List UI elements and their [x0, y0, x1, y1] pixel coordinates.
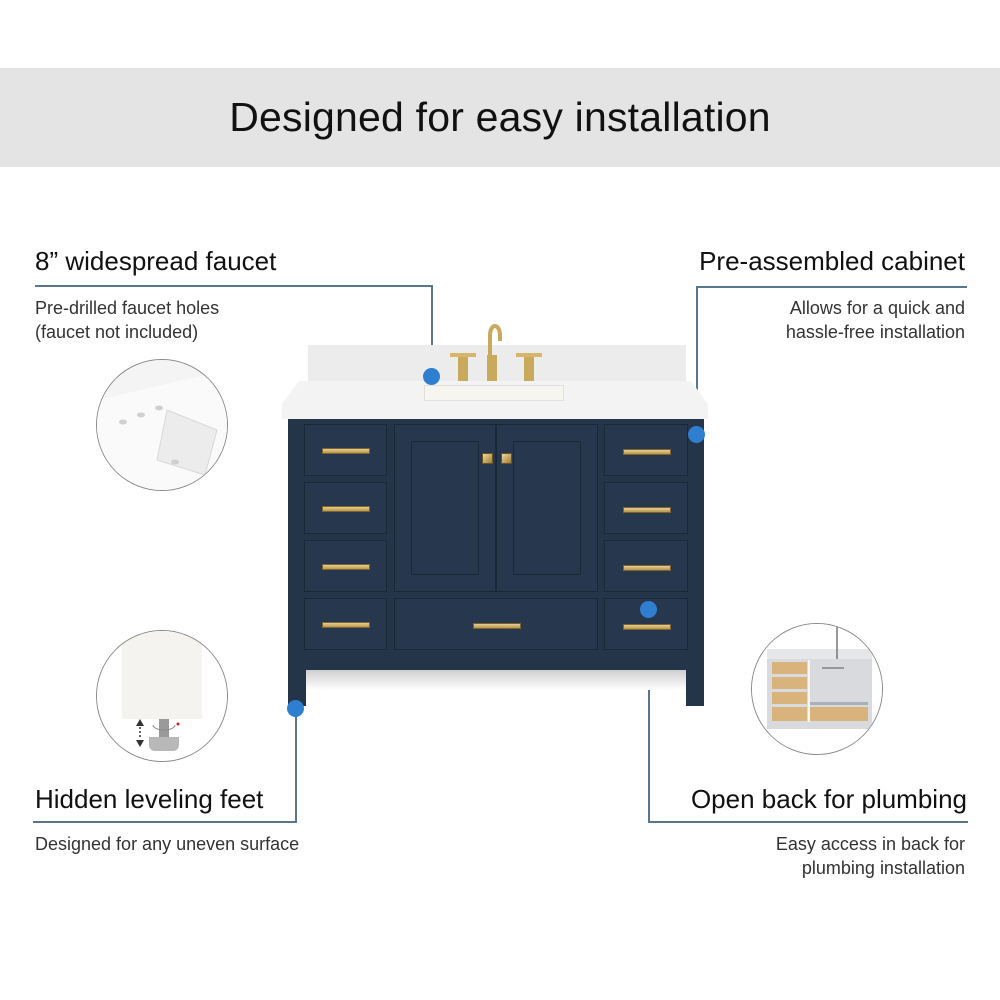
feature-title-faucet: 8” widespread faucet	[35, 246, 277, 276]
callout-line-faucet-v	[431, 285, 433, 377]
hotspot-faucet[interactable]	[423, 368, 440, 385]
feature-desc-cabinet-1: Allows for a quick and	[789, 298, 965, 318]
drawer-pull	[623, 624, 671, 630]
callout-line-faucet-h	[35, 285, 432, 287]
drawer-pull	[322, 564, 370, 570]
sink-basin	[424, 385, 564, 401]
feature-desc-faucet-2: (faucet not included)	[35, 322, 199, 342]
drawer-bottom-center[interactable]	[394, 598, 598, 650]
callout-line-feet-v	[295, 710, 297, 821]
feature-desc-plumbing-1: Easy access in back for	[775, 834, 965, 854]
drawer-left-1[interactable]	[304, 424, 387, 476]
feature-desc-plumbing-2: plumbing installation	[801, 858, 965, 878]
callout-line-plumbing-h	[648, 821, 968, 823]
hotspot-feet[interactable]	[287, 700, 304, 717]
cabinet-leg-left	[288, 670, 306, 706]
cabinet-shadow	[306, 670, 686, 690]
cabinet-door-right[interactable]	[496, 424, 598, 592]
drawer-pull	[623, 507, 671, 513]
feature-desc-cabinet-2: hassle-free installation	[785, 322, 965, 342]
vanity-product-image	[280, 315, 710, 710]
door-inset-panel	[513, 441, 581, 575]
drawer-right-3[interactable]	[604, 540, 688, 592]
drawer-right-1[interactable]	[604, 424, 688, 476]
header-banner: Designed for easy installation	[0, 68, 1000, 167]
feature-desc-feet-1: Designed for any uneven surface	[35, 834, 300, 854]
drawer-left-4[interactable]	[304, 598, 387, 650]
sink-faucet-holes-icon	[96, 359, 228, 491]
cabinet-leg-right	[686, 670, 704, 706]
faucet-icon	[450, 324, 542, 381]
drawer-left-3[interactable]	[304, 540, 387, 592]
drawer-pull	[623, 449, 671, 455]
drawer-right-4[interactable]	[604, 598, 688, 650]
drawer-pull	[322, 622, 370, 628]
callout-line-plumbing-v	[648, 612, 650, 822]
drawer-left-2[interactable]	[304, 482, 387, 534]
drawer-pull	[322, 506, 370, 512]
drawer-right-2[interactable]	[604, 482, 688, 534]
door-inset-panel	[411, 441, 479, 575]
open-back-cabinet-icon	[751, 623, 883, 755]
hotspot-cabinet[interactable]	[688, 426, 705, 443]
page-title: Designed for easy installation	[229, 94, 771, 140]
leveling-foot-icon	[96, 630, 228, 762]
callout-line-cabinet-h	[696, 286, 967, 288]
callout-line-cabinet-v	[696, 286, 698, 434]
feature-desc-faucet-1: Pre-drilled faucet holes	[35, 298, 220, 318]
drawer-pull	[322, 448, 370, 454]
hotspot-plumbing[interactable]	[640, 601, 657, 618]
feature-title-feet: Hidden leveling feet	[35, 784, 264, 814]
door-knob	[482, 453, 493, 464]
drawer-pull	[623, 565, 671, 571]
callout-line-feet-h	[33, 821, 297, 823]
feature-title-plumbing: Open back for plumbing	[690, 784, 967, 814]
cabinet-door-left[interactable]	[394, 424, 496, 592]
drawer-pull	[473, 623, 521, 629]
feature-title-cabinet: Pre-assembled cabinet	[699, 246, 965, 276]
door-knob	[501, 453, 512, 464]
